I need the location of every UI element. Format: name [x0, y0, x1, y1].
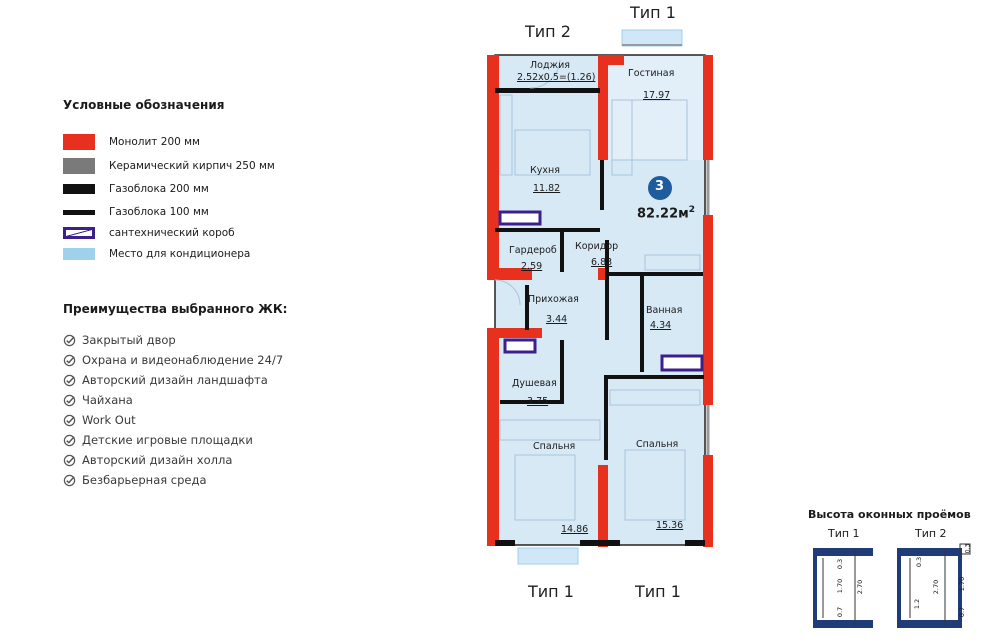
room-name-bathroom: Ванная [646, 305, 683, 316]
window-heights-diagram [813, 543, 971, 628]
room-area-kitchen: 11.82 [533, 183, 561, 194]
room-area-bedroom-1: 14.86 [561, 524, 589, 535]
sanitary-box [503, 338, 537, 354]
total-area: 82.22м2 [637, 205, 695, 221]
brick-swatch [63, 158, 95, 174]
legend-label: Место для кондиционера [109, 248, 251, 260]
sanitary-box [498, 210, 542, 226]
furniture [494, 59, 701, 521]
room-name-bedroom-2: Спальня [636, 439, 679, 450]
window-type-label: Тип 1 [635, 582, 681, 601]
advantage-label: Закрытый двор [82, 333, 176, 347]
monolith-swatch [63, 134, 95, 150]
legend-item-monolith: Монолит 200 мм [63, 133, 200, 151]
window-type-label: Тип 1 [528, 582, 574, 601]
legend-item-sanitary: сантехнический короб [63, 224, 235, 242]
ac-swatch [63, 248, 95, 260]
ac-unit [517, 547, 579, 565]
advantage-item: Чайхана [63, 392, 133, 408]
legend-label: Монолит 200 мм [109, 136, 200, 148]
legend-label: Газоблока 200 мм [109, 183, 209, 195]
legend-label: Керамический кирпич 250 мм [109, 160, 275, 172]
advantage-item: Закрытый двор [63, 332, 176, 348]
window-type-label: Тип 1 [630, 3, 676, 22]
monolith-wall [598, 55, 608, 160]
room-area-shower: 3.75 [527, 396, 549, 407]
check-icon [63, 434, 76, 446]
window-heights-title: Высота оконных проёмов [808, 508, 971, 521]
room-name-wardrobe: Гардероб [509, 245, 557, 256]
room-name-loggia: Лоджия [530, 60, 570, 71]
room-name-living: Гостиная [628, 68, 675, 79]
room-area-bathroom: 4.34 [650, 320, 672, 331]
check-icon [63, 414, 76, 426]
room-area-wardrobe: 2.59 [521, 261, 543, 272]
advantage-label: Авторский дизайн холла [82, 453, 233, 467]
t1-mid: 1.70 [836, 578, 845, 594]
ac-unit [621, 29, 683, 47]
floor-plan [487, 29, 713, 565]
advantage-item: Авторский дизайн холла [63, 452, 232, 468]
legend-item-ac: Место для кондиционера [63, 245, 250, 263]
sanitary-swatch [63, 227, 95, 239]
total-area-sup: 2 [688, 205, 696, 215]
t2-bottom: 0.7 [958, 606, 967, 618]
legend-item-gasblock-100: Газоблока 100 мм [63, 203, 209, 221]
t2-top: 0.3 [915, 556, 924, 568]
advantage-item: Детские игровые площадки [63, 432, 253, 448]
total-area-value: 82.22м [637, 206, 689, 222]
room-name-bedroom-1: Спальня [533, 441, 576, 452]
advantage-label: Чайхана [82, 393, 133, 407]
rooms-count: 3 [655, 179, 665, 194]
room-area-living: 17.97 [643, 90, 671, 101]
room-name-hall: Прихожая [528, 294, 579, 305]
t2-side-top: 0.3 [964, 543, 972, 554]
legend-item-gasblock-200: Газоблока 200 мм [63, 180, 209, 198]
room-area-bedroom-2: 15.36 [656, 520, 684, 531]
t2-mid: 1.70 [958, 576, 967, 592]
t2-total: 2.70 [932, 579, 941, 595]
check-icon [63, 374, 76, 386]
window-type1-label: Тип 1 [828, 527, 860, 540]
legend-title: Условные обозначения [63, 98, 225, 112]
room-name-shower: Душевая [512, 378, 557, 389]
check-icon [63, 394, 76, 406]
rooms-count-badge [648, 176, 672, 200]
advantage-label: Детские игровые площадки [82, 433, 253, 447]
advantage-label: Work Out [82, 413, 136, 427]
gasblock-200-swatch [63, 184, 95, 194]
room-name-corridor: Коридор [575, 241, 619, 252]
monolith-wall [487, 55, 499, 280]
advantage-label: Безбарьерная среда [82, 473, 207, 487]
monolith-wall [487, 328, 499, 546]
window-type-label: Тип 2 [525, 22, 571, 41]
room-area-corridor: 6.83 [591, 257, 613, 268]
room-area-loggia: 2.52x0.5=(1.26) [517, 72, 596, 83]
legend-label: Газоблока 100 мм [109, 206, 209, 218]
legend-label: сантехнический короб [109, 227, 235, 239]
check-icon [63, 454, 76, 466]
room-name-kitchen: Кухня [530, 165, 560, 176]
advantage-item: Авторский дизайн ландшафта [63, 372, 268, 388]
advantage-item: Безбарьерная среда [63, 472, 207, 488]
sanitary-box [660, 354, 704, 372]
t1-top: 0.3 [836, 558, 845, 570]
t2-sill: 1.2 [913, 598, 922, 610]
legend-item-brick: Керамический кирпич 250 мм [63, 157, 275, 175]
advantage-item: Охрана и видеонаблюдение 24/7 [63, 352, 283, 368]
advantage-item: Work Out [63, 412, 136, 428]
advantage-label: Авторский дизайн ландшафта [82, 373, 268, 387]
room-area-hall: 3.44 [546, 314, 568, 325]
t1-bottom: 0.7 [836, 606, 845, 618]
check-icon [63, 354, 76, 366]
advantages-title: Преимущества выбранного ЖК: [63, 302, 288, 316]
check-icon [63, 334, 76, 346]
gasblock-100-swatch [63, 209, 95, 215]
advantage-label: Охрана и видеонаблюдение 24/7 [82, 353, 284, 367]
check-icon [63, 474, 76, 486]
window-type2-label: Тип 2 [915, 527, 947, 540]
t1-total: 2.70 [856, 579, 865, 595]
